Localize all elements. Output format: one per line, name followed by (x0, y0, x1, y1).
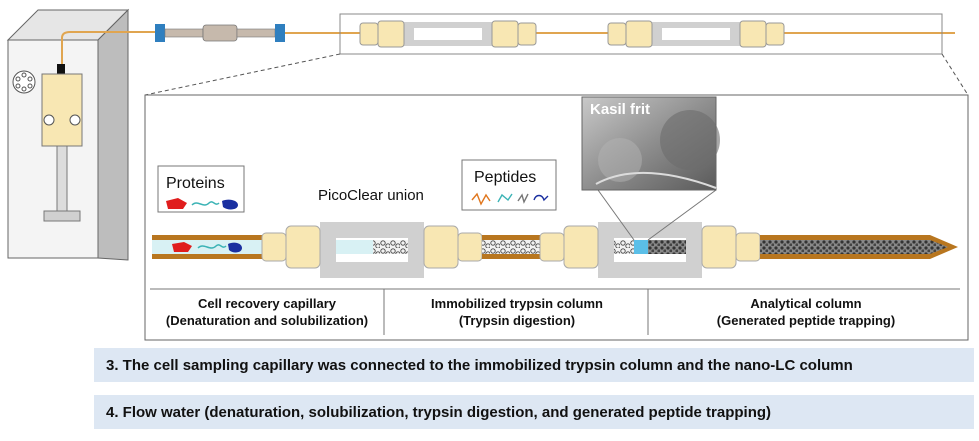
kasil-frit-union (539, 222, 761, 278)
feed-line (61, 31, 155, 64)
detail-frame (144, 94, 969, 341)
syringe-barrel (41, 73, 83, 147)
section-2-title: Immobilized trypsin column (431, 296, 603, 311)
step-4-text: 4. Flow water (denaturation, solubilizat… (106, 403, 772, 421)
picoclear-union-label: PicoClear union (318, 187, 424, 204)
section-3-subtitle: (Generated peptide trapping) (717, 313, 895, 328)
protein-icons (166, 198, 238, 210)
picoclear-union (261, 222, 483, 278)
kasil-frit-photo (581, 96, 720, 191)
inline-filter (155, 24, 285, 42)
syringe-pump (6, 8, 130, 261)
section-1-title: Cell recovery capillary (198, 296, 337, 311)
overview-frame (339, 13, 943, 55)
section-2-subtitle: (Trypsin digestion) (459, 313, 575, 328)
peptides-label: Peptides (474, 169, 536, 186)
kasil-frit-label: Kasil frit (590, 101, 650, 118)
peptide-icons (471, 192, 549, 206)
overview-union-2 (607, 20, 785, 48)
peptides-box (461, 159, 557, 211)
immobilized-trypsin-column (482, 235, 540, 259)
step-3-caption: 3. The cell sampling capillary was conne… (94, 348, 974, 382)
step-3-text: 3. The cell sampling capillary was conne… (106, 356, 853, 374)
section-3-title: Analytical column (750, 296, 861, 311)
syringe-tip (57, 64, 65, 74)
proteins-label: Proteins (166, 175, 225, 192)
analytical-column (760, 235, 958, 259)
section-1-subtitle: (Denaturation and solubilization) (166, 313, 368, 328)
overview-union-1 (359, 20, 537, 48)
step-4-caption: 4. Flow water (denaturation, solubilizat… (94, 395, 974, 429)
syringe-plunger (56, 145, 68, 212)
protein-samples-in-capillary (172, 242, 242, 253)
rotor-valve-icon (12, 70, 36, 94)
